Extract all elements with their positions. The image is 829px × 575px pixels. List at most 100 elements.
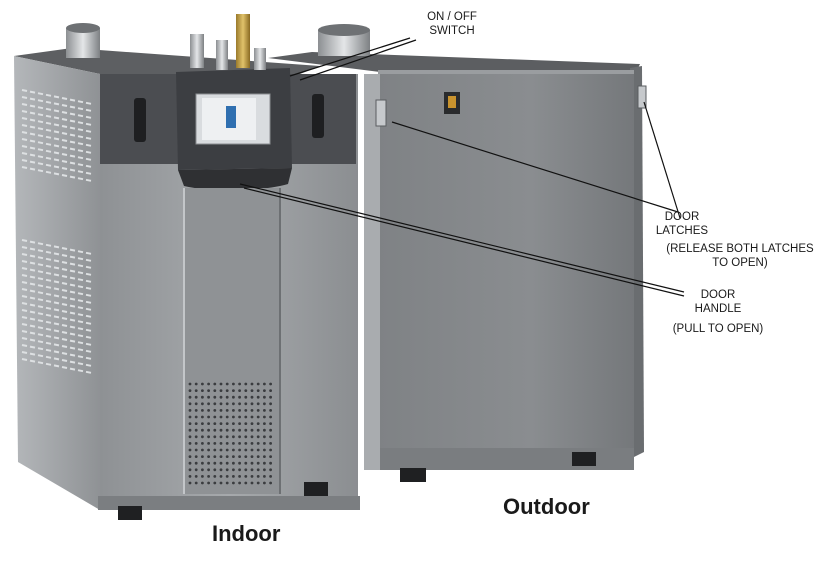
latches-callout-line2: LATCHES: [655, 225, 709, 237]
vent-hole: [232, 461, 235, 465]
louver-slot: [77, 149, 84, 153]
vent-hole: [219, 461, 223, 465]
louver-slot: [53, 151, 60, 155]
louver-slot: [37, 319, 44, 323]
louver-slot: [53, 329, 60, 333]
vent-hole: [194, 382, 198, 386]
louver-slot: [29, 310, 36, 314]
louver-slot: [85, 108, 92, 112]
louver-slot: [53, 130, 60, 134]
vent-hole: [201, 395, 204, 399]
vent-hole: [232, 395, 235, 399]
louver-slot: [85, 293, 92, 297]
vent-hole: [232, 448, 235, 452]
louver-slot: [85, 321, 92, 325]
louver-slot: [37, 92, 44, 96]
louver-slot: [77, 285, 84, 289]
vent-hole: [263, 428, 266, 432]
vent-hole: [263, 415, 266, 419]
louver-slot: [85, 314, 92, 318]
louver-slot: [77, 257, 84, 261]
louver-slot: [37, 155, 44, 159]
louver-slot: [85, 370, 92, 374]
louver-slot: [53, 287, 60, 291]
louver-slot: [69, 332, 76, 336]
louver-slot: [45, 128, 52, 132]
leader-latches-b: [643, 101, 681, 219]
vent-hole: [207, 428, 211, 432]
louver-slot: [37, 113, 44, 117]
louver-slot: [77, 278, 84, 282]
louver-slot: [37, 277, 44, 281]
vent-hole: [269, 415, 272, 419]
louver-slot: [77, 327, 84, 331]
on-off-switch-toggle: [448, 96, 456, 108]
louver-slot: [69, 126, 76, 130]
louver-slot: [37, 242, 44, 246]
vent-hole: [201, 428, 204, 432]
louver-slot: [69, 304, 76, 308]
louver-slot: [45, 264, 52, 268]
leader-switch-2: [299, 39, 417, 81]
louver-slot: [69, 98, 76, 102]
louver-slot: [61, 303, 68, 306]
louver-slot: [53, 102, 60, 106]
louver-slot: [85, 115, 92, 119]
vent-hole: [213, 389, 217, 392]
louver-slot: [69, 297, 76, 301]
vent-hole: [256, 468, 260, 472]
vent-hole: [207, 481, 211, 485]
vent-hole: [269, 481, 272, 485]
vent-hole: [207, 395, 211, 399]
vent-hole: [244, 435, 248, 439]
louver-slot: [45, 149, 52, 153]
vent-hole: [256, 461, 260, 465]
vent-hole: [269, 435, 272, 439]
latches-callout: DOOR LATCHES (RELEASE BOTH LATCHES TO OP…: [656, 210, 820, 270]
vent-hole: [232, 402, 235, 406]
vent-hole: [207, 422, 211, 425]
louver-slot: [45, 163, 52, 167]
louver-slot: [45, 114, 52, 118]
louver-slot: [53, 315, 60, 319]
louver-slot: [21, 145, 28, 148]
vent-hole: [250, 402, 254, 406]
vent-hole: [219, 455, 223, 458]
louver-slot: [61, 125, 68, 128]
louver-slot: [61, 338, 68, 341]
vent-hole: [188, 468, 192, 472]
louver-slot: [77, 271, 84, 275]
louver-slot: [29, 275, 36, 279]
louver-slot: [85, 136, 92, 140]
louver-slot: [69, 269, 76, 273]
front-vent-grille: [188, 382, 272, 485]
louver-slot: [77, 313, 84, 317]
vent-hole: [238, 461, 242, 465]
vent-hole: [244, 428, 248, 432]
louver-slot: [53, 252, 60, 256]
vent-hole: [213, 435, 217, 439]
louver-slot: [69, 353, 76, 357]
vent-hole: [219, 435, 223, 439]
vent-hole: [244, 481, 248, 485]
louver-slot: [85, 349, 92, 353]
louver-slot: [45, 292, 52, 296]
louver-slot: [69, 290, 76, 294]
louver-slot: [61, 153, 68, 156]
louver-slot: [61, 366, 68, 369]
vent-hole: [269, 402, 272, 406]
vent-hole: [263, 455, 266, 458]
vent-hole: [213, 409, 217, 412]
vent-hole: [263, 435, 266, 439]
louver-slot: [61, 247, 68, 250]
vent-hole: [207, 455, 211, 458]
vent-hole: [244, 442, 248, 445]
vent-pipe-right-rim: [318, 24, 370, 36]
louver-slot: [53, 322, 60, 326]
vent-hole: [250, 442, 254, 445]
louver-slot: [45, 121, 52, 125]
louver-slot: [45, 334, 52, 338]
louver-slot: [21, 110, 28, 113]
vent-hole: [201, 415, 204, 419]
vent-hole: [207, 461, 211, 465]
